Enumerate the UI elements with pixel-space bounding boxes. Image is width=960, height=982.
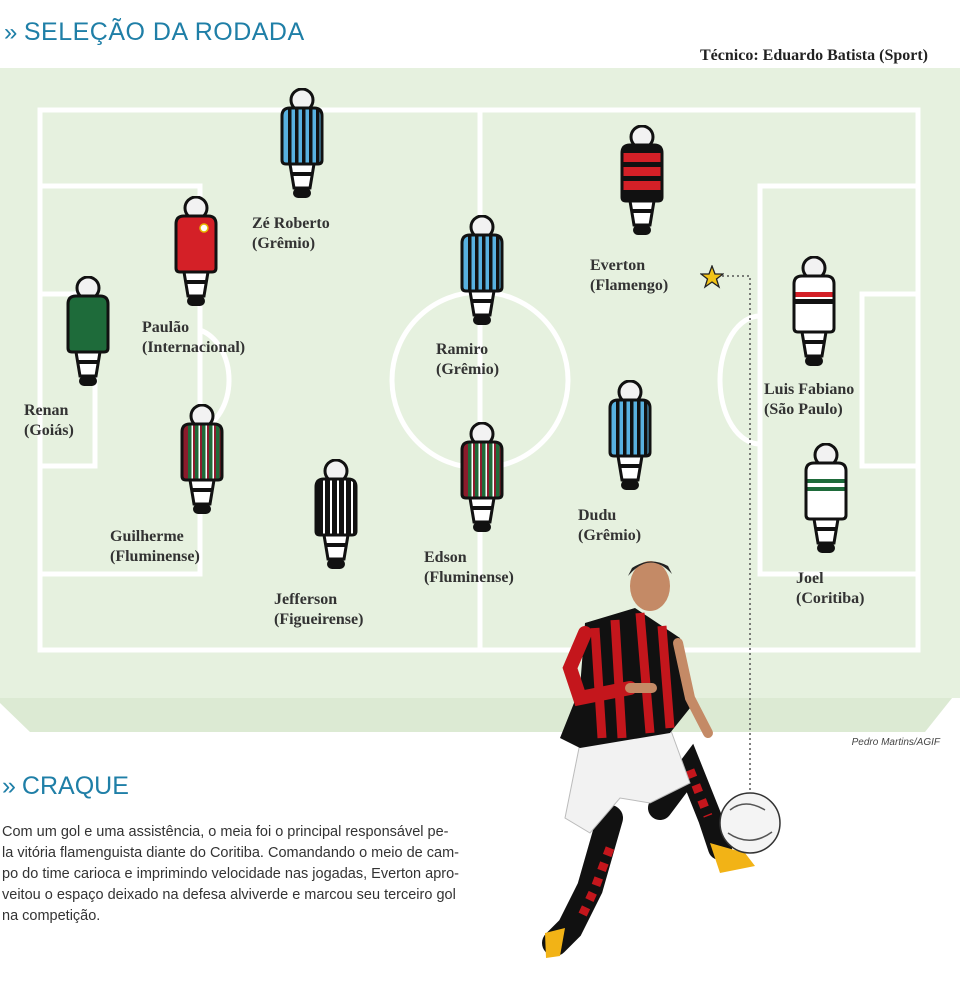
photo-credit: Pedro Martins/AGIF bbox=[851, 737, 940, 748]
player-label: Luis Fabiano (São Paulo) bbox=[764, 380, 854, 420]
player-club: (Fluminense) bbox=[110, 548, 200, 565]
craque-line: la vitória flamenguista diante do Coriti… bbox=[2, 845, 459, 861]
player-label: Dudu (Grêmio) bbox=[578, 506, 641, 546]
player-label: Jefferson (Figueirense) bbox=[274, 590, 363, 630]
player-club: (Coritiba) bbox=[796, 590, 865, 607]
player-club: (Fluminense) bbox=[424, 569, 514, 586]
player-club: (Grêmio) bbox=[252, 235, 316, 252]
player-label: Zé Roberto (Grêmio) bbox=[252, 214, 330, 254]
player-club: (Grêmio) bbox=[578, 527, 642, 544]
player-club: (Internacional) bbox=[142, 339, 246, 356]
player-name: Paulão bbox=[142, 319, 190, 336]
player-club: (Figueirense) bbox=[274, 611, 364, 628]
player-label: Joel (Coritiba) bbox=[796, 569, 864, 609]
player-club: (Grêmio) bbox=[436, 361, 500, 378]
player-label: Paulão (Internacional) bbox=[142, 318, 245, 358]
player-name: Everton bbox=[590, 257, 646, 274]
craque-title-text: CRAQUE bbox=[21, 772, 129, 800]
player-club: (São Paulo) bbox=[764, 401, 843, 418]
player-label: Guilherme (Fluminense) bbox=[110, 527, 200, 567]
player-club: (Goiás) bbox=[24, 422, 74, 439]
section-title: »SELEÇÃO DA RODADA bbox=[4, 18, 305, 47]
football-pitch bbox=[0, 68, 960, 732]
player-label: Edson (Fluminense) bbox=[424, 548, 514, 588]
chevron-icon: » bbox=[4, 19, 18, 46]
player-label: Renan (Goiás) bbox=[24, 401, 74, 441]
craque-line: na competição. bbox=[2, 908, 101, 924]
craque-paragraph: Com um gol e uma assistência, o meia foi… bbox=[2, 822, 514, 927]
player-name: Luis Fabiano bbox=[764, 381, 855, 398]
player-label: Ramiro (Grêmio) bbox=[436, 340, 499, 380]
player-label: Everton (Flamengo) bbox=[590, 256, 668, 296]
player-name: Jefferson bbox=[274, 591, 338, 608]
player-name: Zé Roberto bbox=[252, 215, 330, 232]
star-icon bbox=[700, 265, 724, 289]
player-name: Guilherme bbox=[110, 528, 184, 545]
craque-title: »CRAQUE bbox=[2, 772, 129, 801]
player-name: Joel bbox=[796, 570, 824, 587]
player-club: (Flamengo) bbox=[590, 277, 669, 294]
craque-line: po do time carioca e imprimindo velocida… bbox=[2, 866, 459, 882]
player-name: Ramiro bbox=[436, 341, 489, 358]
craque-line: Com um gol e uma assistência, o meia foi… bbox=[2, 824, 449, 840]
player-photo bbox=[542, 561, 781, 958]
player-name: Edson bbox=[424, 549, 467, 566]
player-name: Dudu bbox=[578, 507, 617, 524]
chevron-icon: » bbox=[2, 772, 16, 800]
section-title-text: SELEÇÃO DA RODADA bbox=[23, 18, 305, 46]
craque-line: veitou o espaço deixado na defesa alvive… bbox=[2, 887, 456, 903]
coach-label: Técnico: Eduardo Batista (Sport) bbox=[700, 47, 928, 64]
player-name: Renan bbox=[24, 402, 69, 419]
